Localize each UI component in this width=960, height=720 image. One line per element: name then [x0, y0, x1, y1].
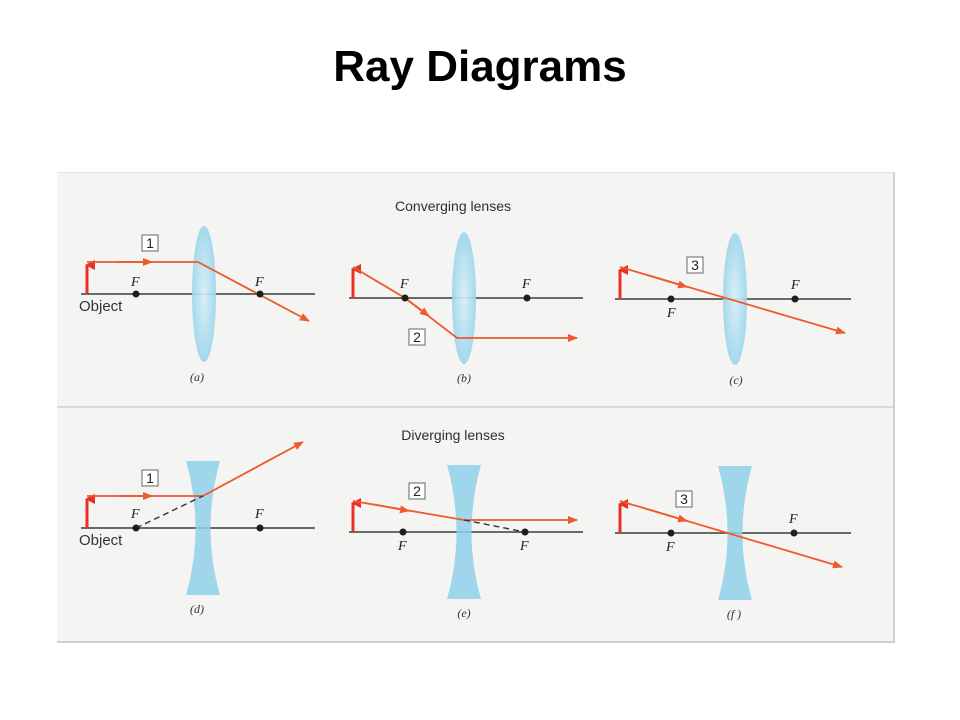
focal-point-left [667, 295, 675, 303]
ray-3-mid-arrow [646, 508, 688, 523]
panel-caption: (e) [457, 606, 470, 620]
diverging-lens [718, 466, 752, 600]
focal-point-left [667, 529, 675, 537]
panel-caption: (b) [457, 371, 471, 385]
panel-b: F F 2 (b) [349, 232, 583, 385]
diverging-lens [186, 461, 220, 595]
focal-label-right: F [788, 512, 798, 527]
focal-label-right: F [254, 507, 264, 522]
diverging-lens [447, 465, 481, 599]
virtual-ray [463, 519, 526, 533]
ray-number: 1 [146, 470, 154, 486]
panel-caption: (a) [190, 370, 204, 384]
converging-lens [452, 232, 476, 364]
focal-point-right [521, 528, 529, 536]
panel-caption: (d) [190, 602, 204, 616]
focal-label-left: F [397, 539, 407, 554]
focal-label-left: F [130, 507, 140, 522]
panel-caption: (c) [729, 373, 742, 387]
focal-label-left: F [665, 540, 675, 555]
focal-label-left: F [130, 275, 140, 290]
converging-lens [723, 233, 747, 365]
ray-diagram-figure: Converging lenses Diverging lenses F F O… [57, 172, 895, 643]
ray-number-box [141, 234, 159, 252]
ray-number-box [408, 482, 426, 500]
panel-f: F F 3 (f ) [615, 466, 851, 621]
ray-number: 3 [680, 491, 688, 507]
focal-label-left: F [666, 306, 676, 321]
object-label: Object [79, 298, 123, 315]
focal-label-right: F [519, 539, 529, 554]
ray-number-box [675, 490, 693, 508]
ray-number-box [408, 328, 426, 346]
panel-c: F F 3 (c) [615, 233, 851, 387]
ray-2-mid-arrow [404, 297, 430, 317]
ray-3-mid-arrow [646, 274, 688, 289]
focal-label-left: F [399, 277, 409, 292]
ray-2-mid-arrow [376, 504, 410, 514]
object-label: Object [79, 532, 123, 549]
focal-point-right [523, 294, 531, 302]
slide-title: Ray Diagrams [333, 42, 627, 91]
focal-point-left [132, 524, 140, 532]
ray-2 [352, 266, 578, 342]
focal-point-right [256, 290, 264, 298]
diverging-section-title: Diverging lenses [401, 427, 505, 443]
ray-number: 1 [146, 235, 154, 251]
focal-point-left [132, 290, 140, 298]
panel-d: F F Object 1 (d) [79, 441, 315, 616]
converging-section-title: Converging lenses [395, 198, 511, 214]
ray-number: 2 [413, 329, 421, 345]
ray-number: 3 [691, 257, 699, 273]
ray-number-box [686, 256, 704, 274]
converging-lens [192, 226, 216, 362]
focal-point-right [256, 524, 264, 532]
focal-label-right: F [254, 275, 264, 290]
virtual-ray [135, 495, 204, 529]
panel-e: F F 2 (e) [349, 465, 583, 620]
focal-point-right [791, 295, 799, 303]
focal-point-left [399, 528, 407, 536]
focal-point-left [401, 294, 409, 302]
focal-point-right [790, 529, 798, 537]
panel-caption: (f ) [727, 607, 741, 621]
ray-number: 2 [413, 483, 421, 499]
focal-label-right: F [790, 278, 800, 293]
panel-a: F F Object 1 (a) [79, 226, 315, 384]
focal-label-right: F [521, 277, 531, 292]
ray-number-box [141, 469, 159, 487]
